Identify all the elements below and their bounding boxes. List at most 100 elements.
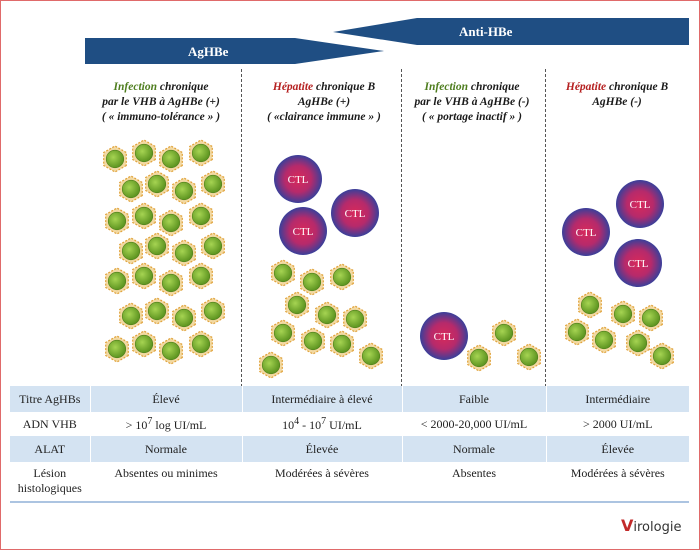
virus-particle (132, 139, 156, 167)
virus-particle (105, 267, 129, 295)
virus-particle (201, 170, 225, 198)
virus-particle (159, 337, 183, 365)
virus-particle (103, 145, 127, 173)
phase-2-line2: AgHBe (+) (297, 96, 351, 108)
virologie-logo: Virologie (621, 516, 681, 535)
virus-particle (565, 318, 589, 346)
virus-particle (145, 170, 169, 198)
dna-value-prefix: > 10 (125, 417, 148, 432)
table-row: ALAT Normale Élevée Normale Élevée (10, 436, 689, 462)
ctl-cell: CTL (420, 312, 468, 360)
phase-divider-1 (241, 69, 242, 387)
phase-divider-2 (401, 69, 402, 387)
phase-1-rest: chronique (157, 81, 209, 93)
anti-hbe-arrow-label: Anti-HBe (459, 24, 513, 39)
virus-particle (159, 145, 183, 173)
logo-text: irologie (633, 520, 682, 535)
dna-value-prefix: 10 (282, 417, 295, 432)
dna-value-mid: - 10 (299, 417, 322, 432)
virus-particle (626, 329, 650, 357)
virus-particle (119, 302, 143, 330)
ctl-cell: CTL (279, 207, 327, 255)
table-cell: Intermédiaire à élevé (241, 386, 402, 412)
phase-divider-3 (545, 69, 546, 387)
phase-title-2: Hépatite chronique B AgHBe (+) ( «claira… (249, 80, 399, 125)
virus-particle (271, 319, 295, 347)
ctl-label: CTL (630, 199, 651, 211)
table-cell: Élevée (241, 436, 402, 462)
dna-exponent: 7 (321, 415, 327, 427)
dna-exponent: 7 (147, 415, 153, 427)
table-cell: Intermédiaire (545, 386, 689, 412)
phase-title-4: Hépatite chronique B AgHBe (-) (547, 80, 687, 110)
table-cell: Élevé (89, 386, 242, 412)
virus-particle (119, 175, 143, 203)
ctl-label: CTL (345, 208, 366, 220)
row-label-titre: Titre AgHBs (10, 386, 90, 412)
anti-hbe-arrow (333, 18, 689, 45)
phase-4-rest: chronique B (606, 81, 669, 93)
table-cell: < 2000-20,000 UI/mL (401, 412, 546, 436)
virus-particle (650, 342, 674, 370)
table-row: Titre AgHBs Élevé Intermédiaire à élevé … (10, 386, 689, 412)
ctl-cell: CTL (331, 189, 379, 237)
table-cell: Absentes (401, 462, 546, 500)
virus-particle (159, 209, 183, 237)
table-cell: Normale (401, 436, 546, 462)
virus-particle (189, 262, 213, 290)
ctl-label: CTL (434, 331, 455, 343)
phase-4-word: Hépatite (565, 81, 607, 93)
phase-title-1: Infection chronique par le VHB à AgHBe (… (81, 80, 241, 125)
row-label-lesion: Lésion histologiques (17, 466, 82, 495)
virus-particle (300, 268, 324, 296)
virus-particle (330, 330, 354, 358)
phase-2-word: Hépatite (272, 81, 314, 93)
virus-particle (159, 269, 183, 297)
ctl-label: CTL (576, 227, 597, 239)
virus-particle (639, 304, 663, 332)
table-cell: Modérées à sévères (545, 462, 689, 500)
ctl-cell: CTL (614, 239, 662, 287)
virus-particle (578, 291, 602, 319)
phase-2-rest: chronique B (313, 81, 376, 93)
table-cell: > 107 log UI/mL (89, 412, 242, 436)
virus-particle (145, 232, 169, 260)
phase-1-word: Infection (113, 81, 157, 93)
hbeag-arrow (85, 38, 384, 64)
dna-unit: UI/mL (326, 417, 362, 432)
table-cell: Faible (401, 386, 546, 412)
virus-particle (301, 327, 325, 355)
virus-particle (172, 239, 196, 267)
ctl-label: CTL (628, 258, 649, 270)
virus-particle (132, 262, 156, 290)
virus-particle (189, 330, 213, 358)
phase-3-rest: chronique (468, 81, 520, 93)
virus-particle (517, 343, 541, 371)
virus-particle (189, 202, 213, 230)
table-cell: Élevée (545, 436, 689, 462)
table-cell: > 2000 UI/mL (545, 412, 689, 436)
virus-particle (492, 319, 516, 347)
virus-particle (330, 263, 354, 291)
phase-1-line3: ( « immuno-tolérance » ) (101, 111, 221, 123)
virus-particle (201, 232, 225, 260)
virus-particle (189, 139, 213, 167)
virus-particle (105, 207, 129, 235)
virus-particle (132, 202, 156, 230)
table-cell: Absentes ou minimes (89, 462, 242, 500)
ctl-label: CTL (293, 226, 314, 238)
ctl-label: CTL (288, 174, 309, 186)
table-cell: Modérées à sévères (241, 462, 402, 500)
table-cell: 104 - 107 UI/mL (241, 412, 402, 436)
phase-3-word: Infection (424, 81, 468, 93)
virus-particle (343, 305, 367, 333)
ctl-cell: CTL (274, 155, 322, 203)
virus-particle (315, 301, 339, 329)
phase-title-3: Infection chronique par le VHB à AgHBe (… (399, 80, 545, 125)
virus-particle (592, 326, 616, 354)
virus-particle (467, 344, 491, 372)
virus-particle (119, 237, 143, 265)
table-row: ADN VHB > 107 log UI/mL 104 - 107 UI/mL … (10, 412, 689, 436)
